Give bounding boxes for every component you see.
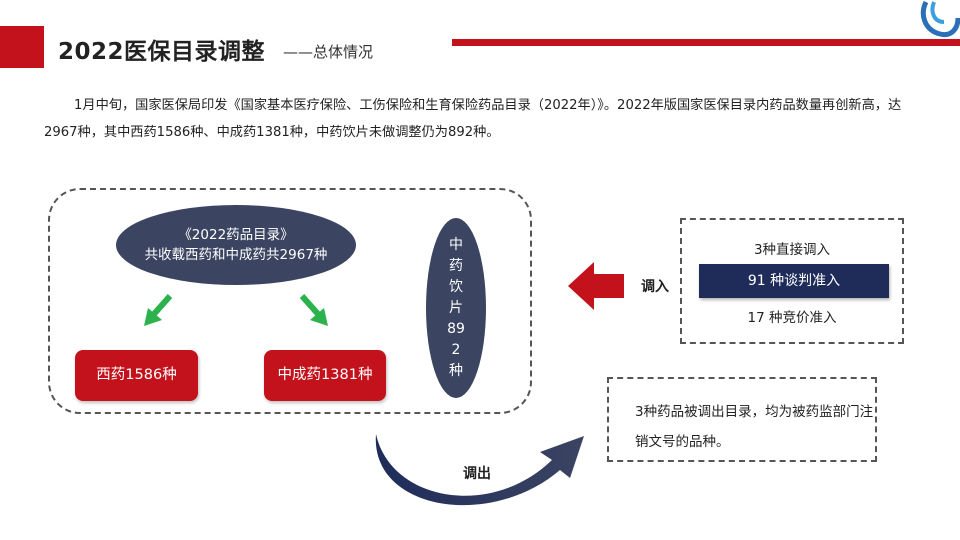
admit-arrow-icon: [568, 262, 624, 310]
intro-paragraph: 1月中旬，国家医保局印发《国家基本医疗保险、工伤保险和生育保险药品目录（2022…: [44, 98, 902, 140]
removal-box: 3种药品被调出目录，均为被药监部门注销文号的品种。: [607, 377, 877, 462]
tcm-pieces-label: 中药饮片892种: [447, 236, 465, 379]
page-title: 2022医保目录调整: [58, 39, 266, 65]
header-accent-block: [0, 26, 44, 68]
admit-negotiated-bar: 91 种谈判准入: [699, 264, 889, 298]
removal-text: 3种药品被调出目录，均为被药监部门注销文号的品种。: [635, 404, 874, 450]
catalog-group-frame: [48, 188, 532, 414]
removal-curve-arrow-icon: [375, 434, 584, 506]
tcm-pieces-ellipse: 中药饮片892种: [426, 218, 486, 398]
western-medicine-box: 西药1586种: [75, 350, 198, 401]
catalog-total: 共收载西药和中成药共2967种: [144, 247, 328, 263]
catalog-ellipse: 《2022药品目录》 共收载西药和中成药共2967种: [116, 205, 356, 285]
page-subtitle: ——总体情况: [283, 43, 374, 61]
admit-box: 3种直接调入 91 种谈判准入 17 种竞价准入: [680, 218, 904, 344]
patent-medicine-box: 中成药1381种: [264, 350, 386, 401]
logo-icon: [920, 0, 960, 38]
green-arrow-right-icon: [299, 294, 328, 326]
catalog-title: 《2022药品目录》: [178, 227, 294, 243]
green-arrow-left-icon: [144, 294, 173, 326]
admit-label: 调入: [641, 279, 669, 295]
admit-bid-text: 17 种竞价准入: [747, 310, 837, 326]
header-rule: [452, 39, 960, 46]
removal-label: 调出: [463, 466, 491, 482]
admit-direct-text: 3种直接调入: [753, 242, 831, 258]
